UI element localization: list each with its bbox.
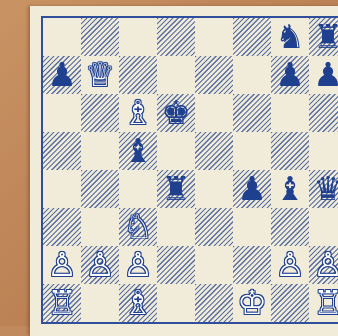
square-b4[interactable] [81, 170, 119, 208]
white-pawn-icon[interactable]: ♙ [81, 246, 119, 284]
white-pawn-icon[interactable]: ♙ [43, 246, 81, 284]
square-b7[interactable]: ♕ [81, 56, 119, 94]
square-e3[interactable] [195, 208, 233, 246]
square-g8[interactable]: ♞ [271, 18, 309, 56]
square-e4[interactable] [195, 170, 233, 208]
square-c5[interactable]: ♝ [119, 132, 157, 170]
black-pawn-icon[interactable]: ♟ [43, 56, 81, 94]
square-d4[interactable]: ♜ [157, 170, 195, 208]
black-rook-icon[interactable]: ♜ [157, 170, 195, 208]
square-c8[interactable] [119, 18, 157, 56]
black-bishop-icon[interactable]: ♝ [119, 132, 157, 170]
square-f6[interactable] [233, 94, 271, 132]
square-f3[interactable] [233, 208, 271, 246]
square-g1[interactable] [271, 284, 309, 322]
square-h7[interactable]: ♟ [309, 56, 338, 94]
square-b3[interactable] [81, 208, 119, 246]
square-c7[interactable] [119, 56, 157, 94]
square-b1[interactable] [81, 284, 119, 322]
square-f2[interactable] [233, 246, 271, 284]
black-pawn-icon[interactable]: ♟ [233, 170, 271, 208]
chess-board[interactable]: ♞♜♟♕♟♟♗♚♝♜♟♝♛♘♙♙♙♙♙♖♗♔♖ [41, 16, 338, 324]
square-d1[interactable] [157, 284, 195, 322]
square-g2[interactable]: ♙ [271, 246, 309, 284]
square-c6[interactable]: ♗ [119, 94, 157, 132]
square-d5[interactable] [157, 132, 195, 170]
square-e7[interactable] [195, 56, 233, 94]
square-g6[interactable] [271, 94, 309, 132]
white-king-icon[interactable]: ♔ [233, 284, 271, 322]
square-b8[interactable] [81, 18, 119, 56]
square-e5[interactable] [195, 132, 233, 170]
square-c3[interactable]: ♘ [119, 208, 157, 246]
white-bishop-icon[interactable]: ♗ [119, 94, 157, 132]
square-b2[interactable]: ♙ [81, 246, 119, 284]
square-f7[interactable] [233, 56, 271, 94]
square-e2[interactable] [195, 246, 233, 284]
square-a4[interactable] [43, 170, 81, 208]
white-rook-icon[interactable]: ♖ [309, 284, 338, 322]
white-pawn-icon[interactable]: ♙ [271, 246, 309, 284]
white-pawn-icon[interactable]: ♙ [309, 246, 338, 284]
black-king-icon[interactable]: ♚ [157, 94, 195, 132]
white-rook-icon[interactable]: ♖ [43, 284, 81, 322]
white-bishop-icon[interactable]: ♗ [119, 284, 157, 322]
square-d6[interactable]: ♚ [157, 94, 195, 132]
square-h6[interactable] [309, 94, 338, 132]
square-g4[interactable]: ♝ [271, 170, 309, 208]
square-h8[interactable]: ♜ [309, 18, 338, 56]
square-e8[interactable] [195, 18, 233, 56]
square-a2[interactable]: ♙ [43, 246, 81, 284]
square-h1[interactable]: ♖ [309, 284, 338, 322]
square-a1[interactable]: ♖ [43, 284, 81, 322]
square-a8[interactable] [43, 18, 81, 56]
square-h3[interactable] [309, 208, 338, 246]
square-d8[interactable] [157, 18, 195, 56]
square-c1[interactable]: ♗ [119, 284, 157, 322]
square-a6[interactable] [43, 94, 81, 132]
square-f4[interactable]: ♟ [233, 170, 271, 208]
square-h5[interactable] [309, 132, 338, 170]
square-g3[interactable] [271, 208, 309, 246]
square-a7[interactable]: ♟ [43, 56, 81, 94]
square-h2[interactable]: ♙ [309, 246, 338, 284]
square-f5[interactable] [233, 132, 271, 170]
square-d7[interactable] [157, 56, 195, 94]
black-queen-icon[interactable]: ♛ [309, 170, 338, 208]
square-e6[interactable] [195, 94, 233, 132]
square-e1[interactable] [195, 284, 233, 322]
white-pawn-icon[interactable]: ♙ [119, 246, 157, 284]
white-queen-icon[interactable]: ♕ [81, 56, 119, 94]
square-d2[interactable] [157, 246, 195, 284]
square-d3[interactable] [157, 208, 195, 246]
square-c4[interactable] [119, 170, 157, 208]
black-knight-icon[interactable]: ♞ [271, 18, 309, 56]
square-f1[interactable]: ♔ [233, 284, 271, 322]
square-f8[interactable] [233, 18, 271, 56]
square-a3[interactable] [43, 208, 81, 246]
square-g7[interactable]: ♟ [271, 56, 309, 94]
square-b6[interactable] [81, 94, 119, 132]
square-h4[interactable]: ♛ [309, 170, 338, 208]
square-a5[interactable] [43, 132, 81, 170]
black-pawn-icon[interactable]: ♟ [309, 56, 338, 94]
square-g5[interactable] [271, 132, 309, 170]
black-pawn-icon[interactable]: ♟ [271, 56, 309, 94]
black-bishop-icon[interactable]: ♝ [271, 170, 309, 208]
black-rook-icon[interactable]: ♜ [309, 18, 338, 56]
white-knight-icon[interactable]: ♘ [119, 208, 157, 246]
square-c2[interactable]: ♙ [119, 246, 157, 284]
square-b5[interactable] [81, 132, 119, 170]
